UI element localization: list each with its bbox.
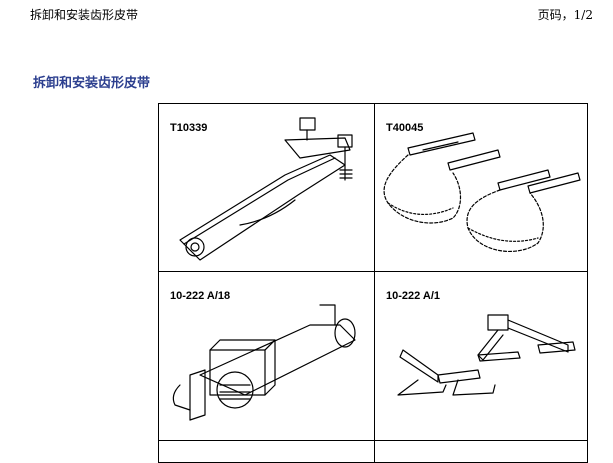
- tool-label-10-222-a18: 10-222 A/18: [170, 290, 231, 302]
- section-title: 拆卸和安装齿形皮带: [33, 76, 151, 91]
- tool-label-t40045: T40045: [386, 122, 424, 134]
- support-feet-icon: [397, 314, 576, 396]
- table-divider-vertical: [374, 103, 375, 463]
- adapter-bracket-icon: [172, 304, 356, 421]
- tool-label-t10339: T10339: [170, 122, 208, 134]
- counterhold-wrench-icon: [179, 117, 353, 261]
- locking-chain-icon: [383, 132, 581, 252]
- table-divider-horizontal: [158, 271, 588, 272]
- tool-label-10-222-a1: 10-222 A/1: [386, 290, 441, 302]
- header-title: 拆卸和安装齿形皮带: [30, 8, 139, 22]
- page-number: 页码，1/2: [537, 8, 593, 22]
- table-divider-horizontal: [158, 440, 588, 441]
